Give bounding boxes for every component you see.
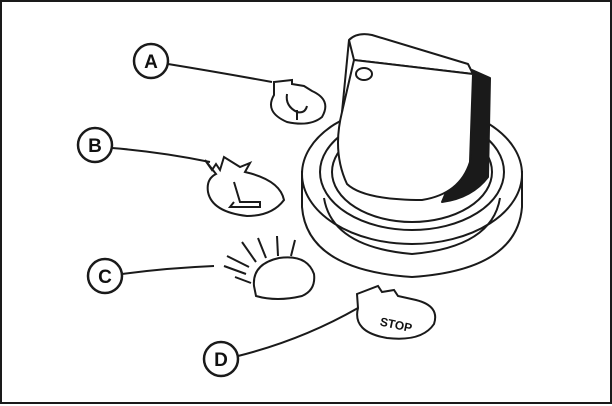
- knob-indicator-dot: [355, 67, 373, 81]
- key-on-run-icon: [204, 155, 286, 218]
- stop-icon: [355, 284, 437, 340]
- knob-edge: [341, 39, 350, 113]
- switch-bezel-lip: [323, 197, 501, 256]
- leader-line-c: [121, 265, 215, 275]
- callout-b-label: B: [88, 136, 102, 157]
- callout-a-label: A: [144, 52, 158, 73]
- leader-line-d: [237, 307, 359, 357]
- leader-lines: [111, 63, 359, 357]
- knob-shadow: [441, 69, 491, 203]
- knob-front-face: [337, 59, 474, 201]
- callout-a: A: [132, 42, 170, 80]
- knob-top-face: [348, 33, 474, 75]
- leader-line-a: [167, 63, 273, 83]
- stop-label: STOP: [379, 315, 414, 335]
- glow-plug-preheat-icon: [270, 78, 327, 125]
- switch-knob: [337, 33, 491, 203]
- callout-c: C: [86, 257, 124, 295]
- callout-b: B: [76, 126, 114, 164]
- callout-c-label: C: [98, 267, 112, 288]
- leader-line-b: [111, 147, 211, 163]
- callout-d: D: [202, 340, 240, 378]
- start-lamp-icon: [223, 235, 316, 300]
- callout-d-label: D: [214, 350, 228, 371]
